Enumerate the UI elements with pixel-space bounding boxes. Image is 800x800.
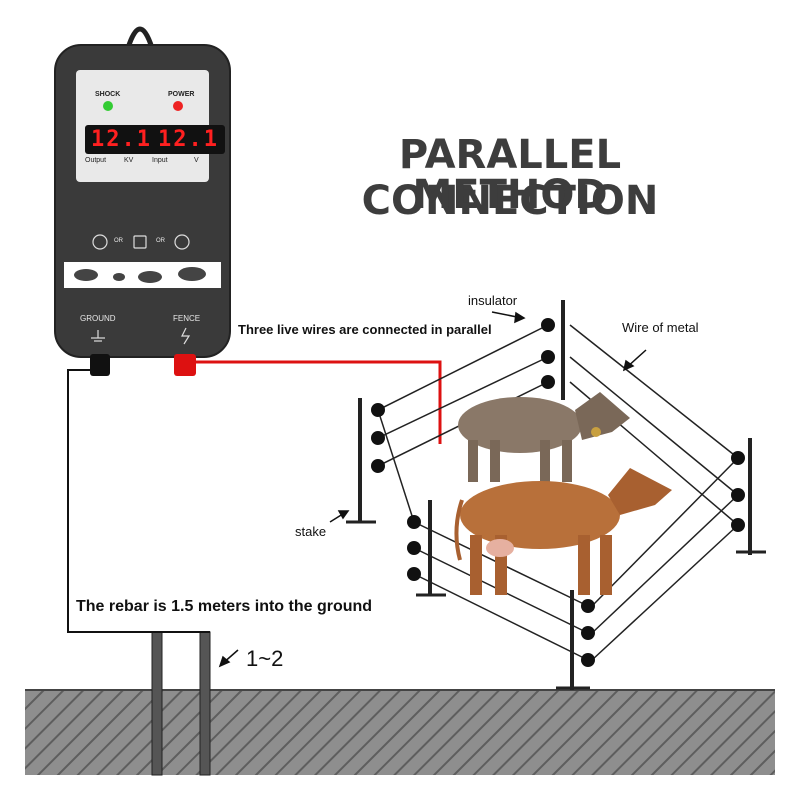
annotation-arrows (218, 311, 647, 668)
post-feet (346, 520, 766, 690)
rebar-note: The rebar is 1.5 meters into the ground (76, 598, 373, 615)
ground-terminal (90, 354, 110, 376)
rebar-1 (151, 631, 163, 776)
input-display: 12.1 (152, 125, 225, 154)
device-mode-icons (92, 234, 190, 250)
fence-posts (358, 300, 752, 690)
input-caption: Input (152, 157, 168, 164)
ground-terminal-label: GROUND (80, 314, 116, 323)
fence-terminal-label: FENCE (173, 314, 201, 323)
hanging-hook (125, 26, 155, 49)
live-wire (196, 360, 442, 444)
output-caption: Output (85, 157, 107, 164)
power-led (173, 101, 183, 111)
fence-terminal (174, 354, 196, 376)
or-label-1: OR (114, 238, 123, 244)
output-display: 12.1 (85, 125, 158, 154)
wire-of-metal-label: Wire of metal (622, 320, 699, 335)
ground-soil (25, 690, 775, 775)
animal-silhouettes (74, 267, 206, 283)
power-label: POWER (168, 91, 195, 98)
rebar-count: 1~2 (246, 646, 284, 671)
rebar-2 (199, 631, 211, 776)
input-unit: V (194, 157, 199, 164)
or-label-2: OR (156, 238, 165, 244)
terminal-symbols (91, 327, 191, 345)
shock-led (103, 101, 113, 111)
parallel-note: Three live wires are connected in parall… (238, 322, 492, 337)
title-line-2: METHOD (412, 172, 608, 218)
title-line-1: PARALLEL CONNECTION (361, 132, 659, 224)
cow-front (454, 468, 672, 595)
shock-label: SHOCK (95, 91, 121, 98)
insulators (371, 318, 745, 667)
output-unit: KV (124, 157, 134, 164)
cow-back (458, 392, 630, 482)
ground-wire (67, 369, 210, 633)
stake-label: stake (295, 524, 327, 539)
insulator-label: insulator (468, 293, 518, 308)
